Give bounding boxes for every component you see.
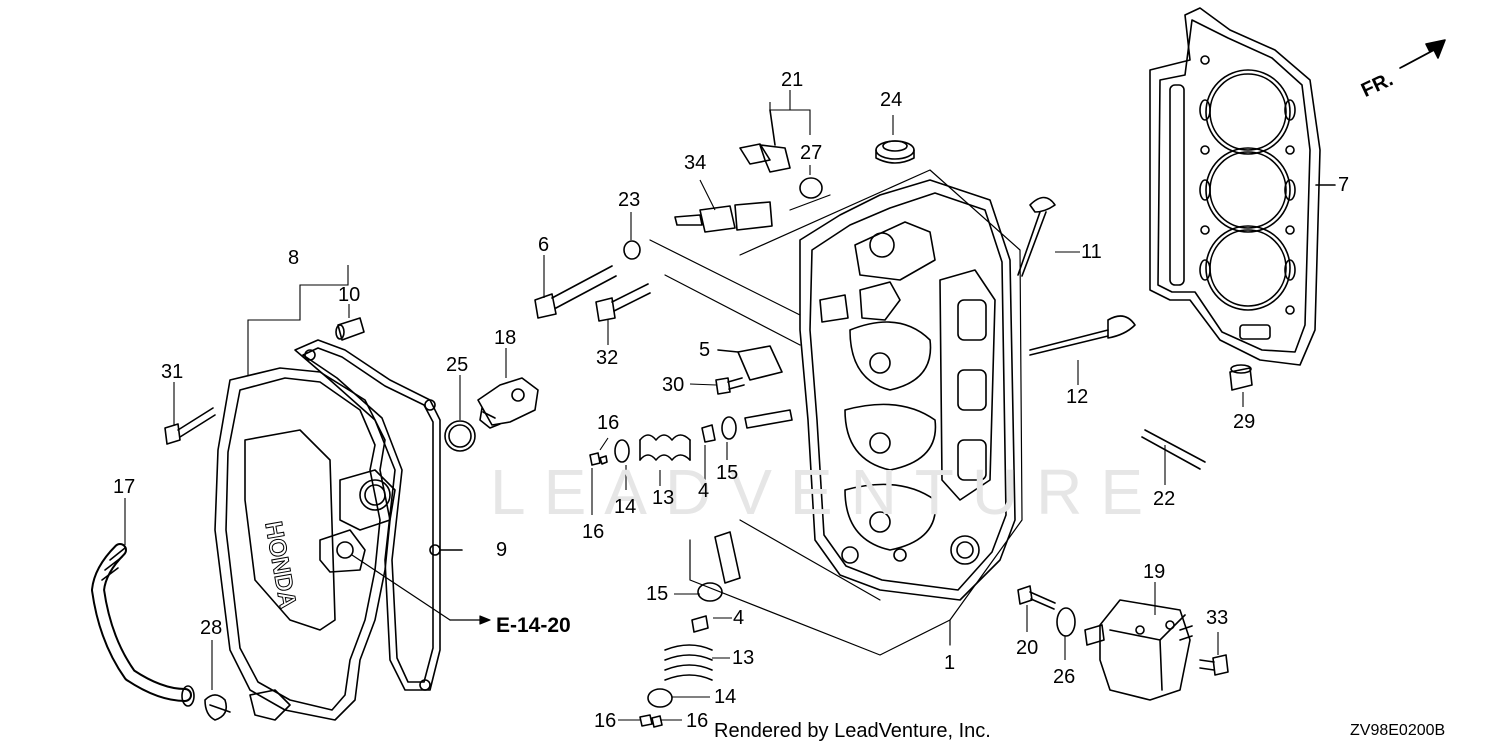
stud-22 (1141, 429, 1206, 470)
cover-gasket (294, 339, 463, 691)
footer-text: Rendered by LeadVenture, Inc. (714, 720, 991, 742)
callout-16-bottom-left: 16 (594, 710, 617, 732)
cover-plate-5 (717, 345, 783, 381)
reference-label[interactable]: E-14-20 (496, 614, 571, 637)
temp-sensor (739, 109, 791, 173)
valve-spring-set-lower (639, 531, 741, 728)
callout-24: 24 (880, 89, 903, 111)
o-ring-25-inner (448, 424, 472, 448)
callout-23: 23 (618, 189, 641, 211)
callout-27: 27 (800, 142, 823, 164)
callout-16-mid: 16 (582, 521, 605, 543)
hose-clip (204, 694, 231, 721)
head-gasket (1149, 7, 1336, 366)
callout-22: 22 (1153, 488, 1176, 510)
callout-31: 31 (161, 361, 184, 383)
exhaust-valve-12 (1029, 315, 1136, 356)
front-direction-arrow (1399, 39, 1446, 69)
callout-16-bottom-right: 16 (686, 710, 709, 732)
callout-30: 30 (662, 374, 685, 396)
pushrod-20 (1017, 585, 1056, 610)
callout-13-lower: 13 (732, 647, 755, 669)
callout-10: 10 (338, 284, 361, 306)
assembly-bracket-lines (649, 169, 1023, 656)
fuel-pump (1084, 599, 1193, 701)
head-cover (214, 367, 396, 721)
callout-11: 11 (1081, 241, 1102, 263)
callout-16-top: 16 (597, 412, 620, 434)
thermostat-18 (477, 377, 539, 429)
callout-7: 7 (1338, 174, 1350, 196)
callout-18: 18 (494, 327, 517, 349)
callout-29: 29 (1233, 411, 1256, 433)
bolt-30 (715, 377, 745, 395)
callout-14-upper: 14 (614, 496, 637, 518)
watermark: LEADVENTURE (490, 456, 1161, 528)
callout-6: 6 (538, 234, 550, 256)
callout-32: 32 (596, 347, 619, 369)
callout-9: 9 (496, 539, 508, 561)
o-ring-27 (799, 177, 823, 199)
callout-14-lower: 14 (714, 686, 737, 708)
bolt-33 (1199, 654, 1229, 676)
cylinder-head (799, 179, 1016, 601)
leader-lines (124, 90, 1244, 721)
callout-5: 5 (699, 339, 711, 361)
o-ring-26 (1056, 607, 1076, 637)
callout-15-lower: 15 (646, 583, 669, 605)
bolt-32 (595, 283, 651, 322)
spark-plug (674, 201, 773, 233)
callout-4-lower: 4 (733, 607, 745, 629)
callout-17: 17 (113, 476, 136, 498)
callout-25: 25 (446, 354, 469, 376)
diagram-code: ZV98E0200B (1350, 722, 1446, 739)
callout-13-upper: 13 (652, 487, 675, 509)
washer-23 (623, 240, 641, 260)
callout-20: 20 (1016, 637, 1039, 659)
callout-26: 26 (1053, 666, 1076, 688)
callout-34: 34 (684, 152, 707, 174)
intake-valve-11 (1017, 196, 1056, 277)
oil-seal (875, 140, 915, 164)
collar-10 (335, 317, 365, 341)
valve-spring-set-upper (589, 409, 793, 466)
reference-leader (351, 554, 491, 625)
callout-33: 33 (1206, 607, 1229, 629)
callout-1: 1 (944, 652, 956, 674)
breather-hose (91, 543, 195, 707)
bolt-31 (164, 407, 216, 445)
callout-12: 12 (1066, 386, 1089, 408)
callout-4-upper: 4 (698, 480, 710, 502)
callout-15-upper: 15 (716, 462, 739, 484)
o-ring-25 (444, 420, 476, 452)
callout-28: 28 (200, 617, 223, 639)
callout-21: 21 (781, 69, 804, 91)
callout-8: 8 (288, 247, 300, 269)
callout-19: 19 (1143, 561, 1166, 583)
dowel-29 (1229, 364, 1253, 391)
bolt-6 (534, 265, 617, 319)
